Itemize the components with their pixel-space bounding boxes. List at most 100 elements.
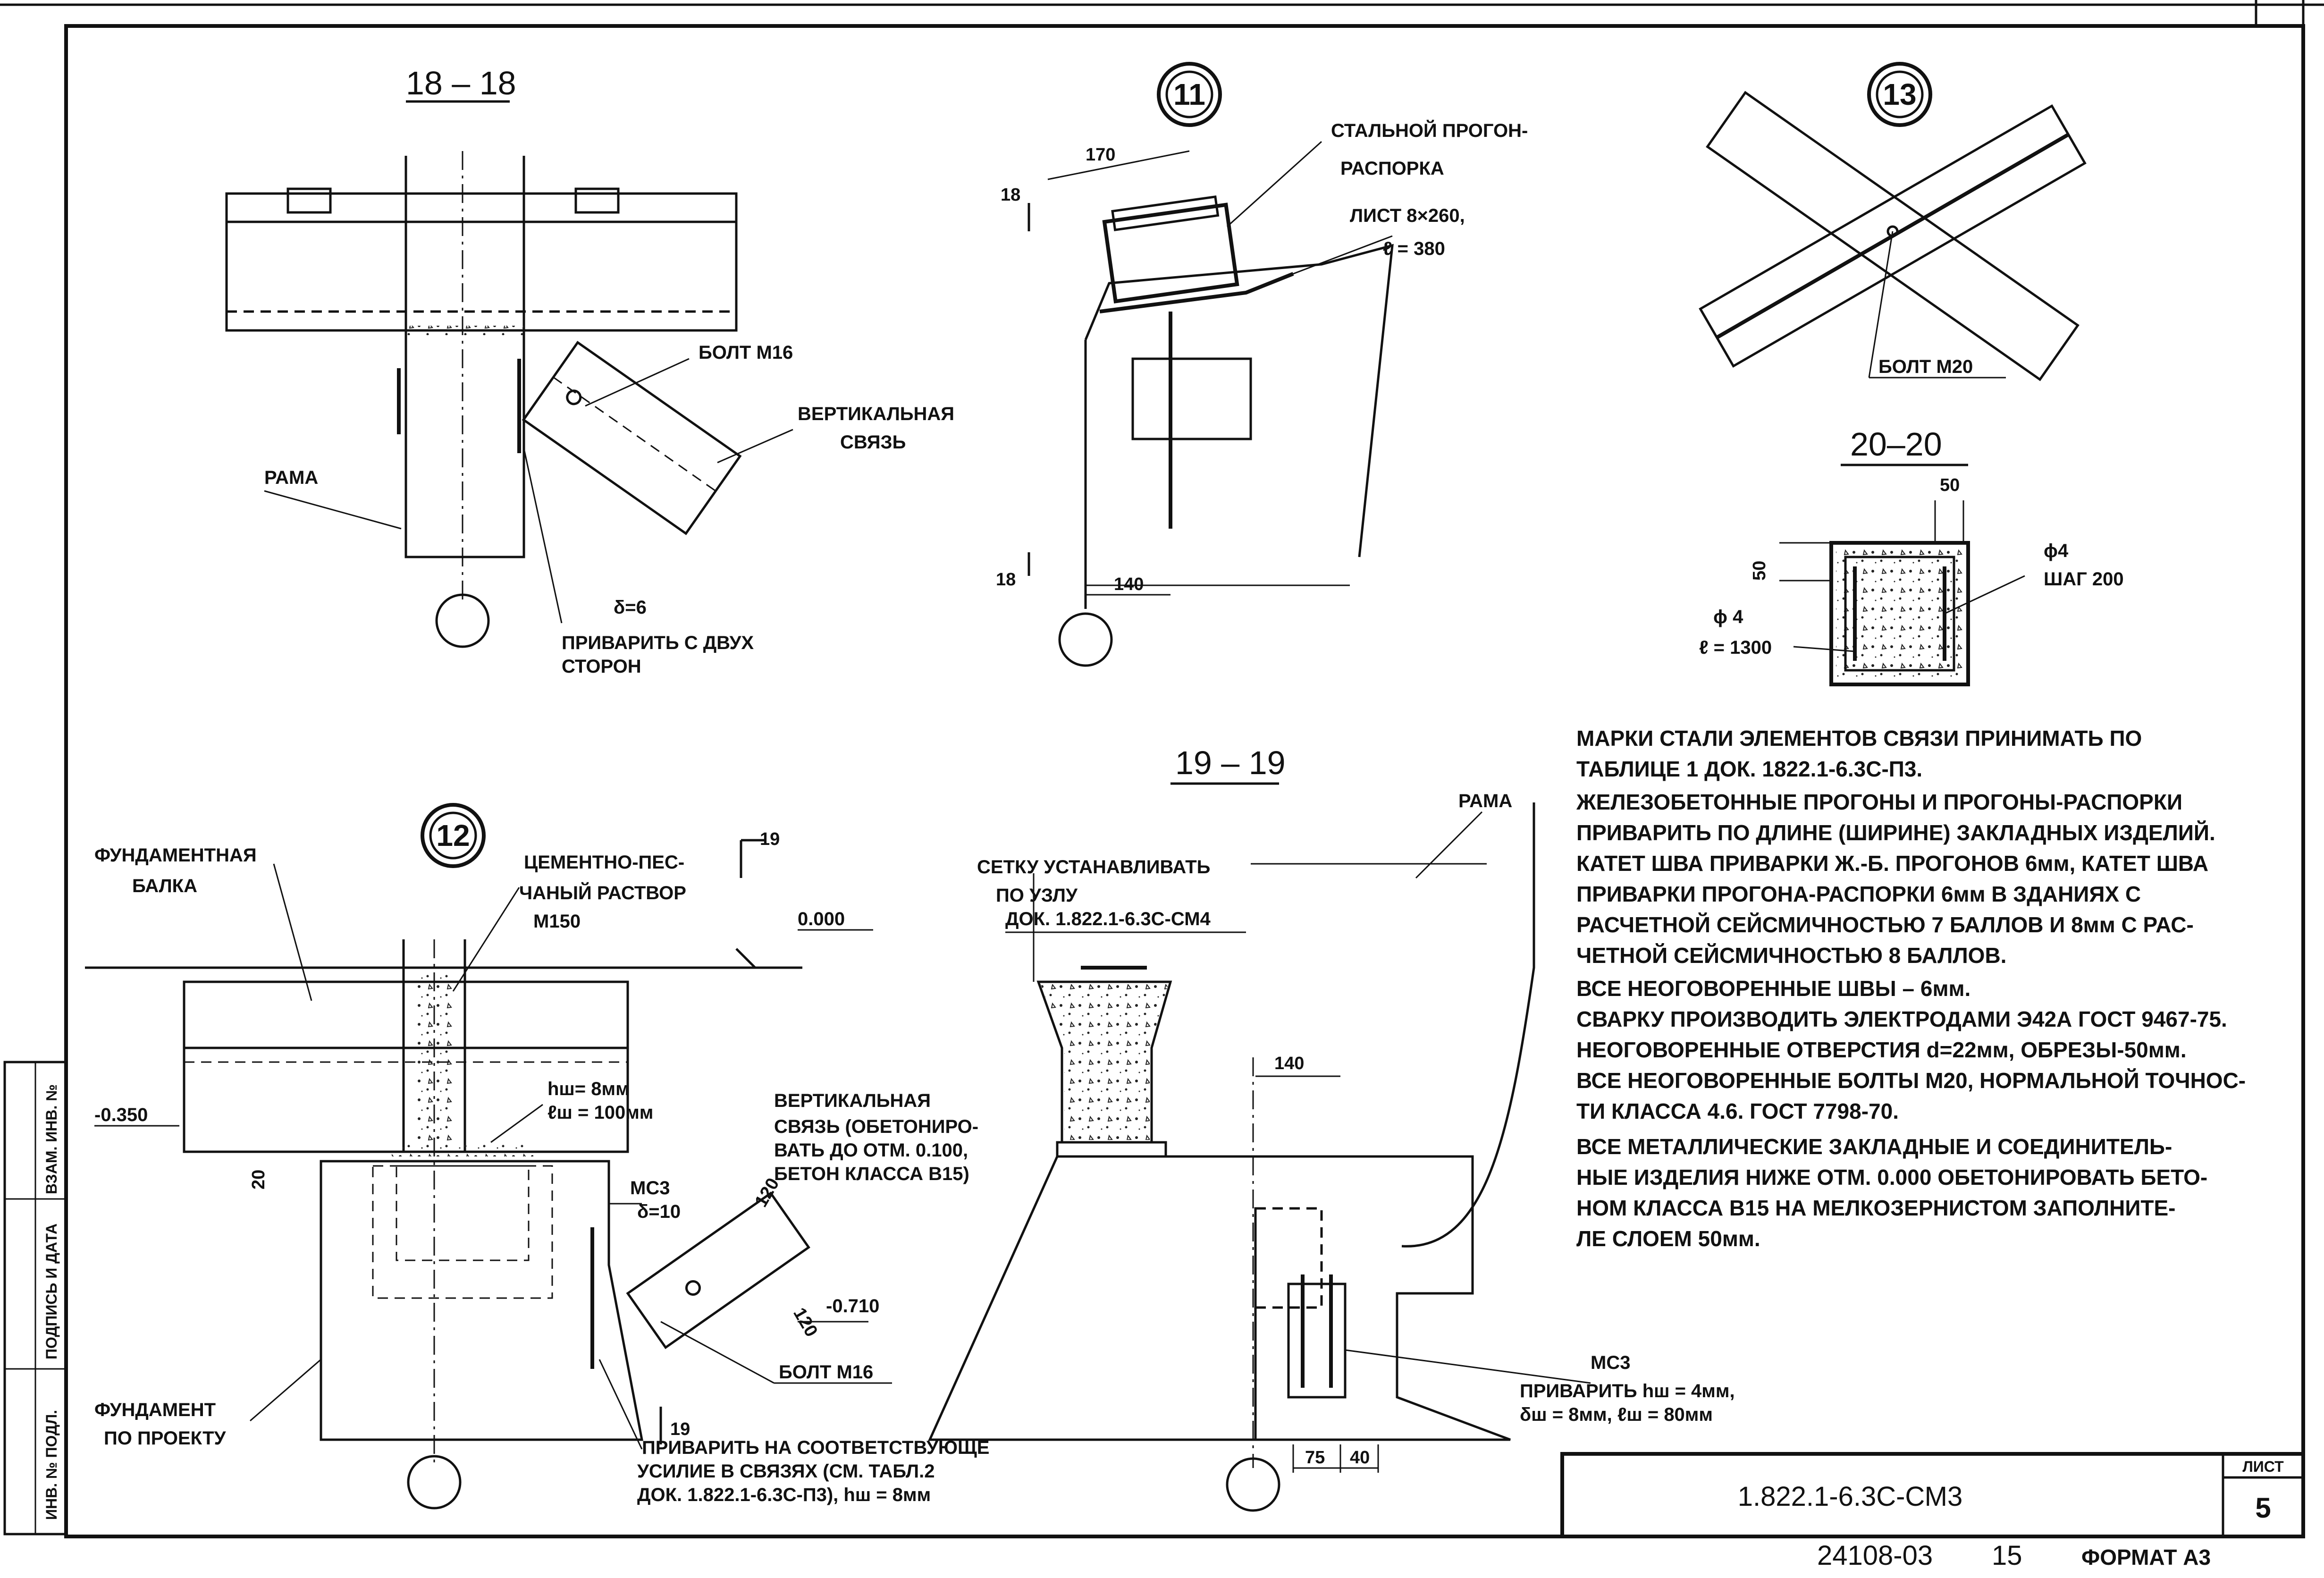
mortar-label-2: ЧАНЫЙ РАСТВОР	[519, 882, 686, 903]
view-19-19: 19 – 19 РАМА 140 75 40 СЕТКУ УСТАНАВЛИВА…	[928, 744, 1735, 1512]
dim-140-n11: 140	[1114, 574, 1144, 594]
weld-label-2: СТОРОН	[562, 656, 641, 677]
mesh-label-3: ДОК. 1.822.1-6.3С-СМ4	[1005, 909, 1211, 929]
brace-label-1: ВЕРТИКАЛЬНАЯ	[774, 1090, 931, 1111]
length-1300: ℓ = 1300	[1699, 637, 1772, 658]
elev-0350: -0.350	[94, 1105, 148, 1125]
page-number: 15	[1992, 1540, 2022, 1571]
note-line-8: ВСЕ НЕОГОВОРЕННЫЕ ШВЫ – 6мм.	[1576, 976, 1970, 1001]
note-line-13: ВСЕ МЕТАЛЛИЧЕСКИЕ ЗАКЛАДНЫЕ И СОЕДИНИТЕЛ…	[1576, 1134, 2172, 1159]
dim-120b: 120	[789, 1305, 821, 1341]
note-line-14: НЫЕ ИЗДЕЛИЯ НИЖЕ ОТМ. 0.000 ОБЕТОНИРОВАТ…	[1576, 1165, 2207, 1190]
weld-label-1: ПРИВАРИТЬ С ДВУХ	[562, 633, 754, 653]
side-stamp: ИНВ. № ПОДЛ. ПОДПИСЬ И ДАТА ВЗАМ. ИНВ. №	[3, 1061, 67, 1536]
title-block: 1.822.1-6.3С-СМ3 ЛИСТ 5 24108-03 15 ФОРМ…	[1560, 1452, 2305, 1571]
note-line-6: РАСЧЕТНОЙ СЕЙСМИЧНОСТЬЮ 7 БАЛЛОВ И 8мм С…	[1576, 912, 2194, 937]
general-notes: МАРКИ СТАЛИ ЭЛЕМЕНТОВ СВЯЗИ ПРИНИМАТЬ ПО…	[1576, 726, 2246, 1251]
foundation-label-1: ФУНДАМЕНТ	[94, 1400, 216, 1420]
weld-19-2: δш = 8мм, ℓш = 80мм	[1520, 1404, 1713, 1425]
found-beam-label-2: БАЛКА	[132, 876, 197, 896]
vertical-brace-label-2: СВЯЗЬ	[840, 432, 906, 453]
mark-19b: 19	[670, 1419, 690, 1439]
inventory-number: 24108-03	[1817, 1540, 1933, 1571]
note-line-4: КАТЕТ ШВА ПРИВАРКИ Ж.-Б. ПРОГОНОВ 6мм, К…	[1576, 851, 2208, 876]
weld-n12-3: ДОК. 1.822.1-6.3С-П3), hш = 8мм	[637, 1485, 931, 1505]
note-line-1: ТАБЛИЦЕ 1 ДОК. 1822.1-6.3С-П3.	[1576, 757, 1922, 781]
mark-18-top: 18	[1001, 185, 1020, 205]
dim-20: 20	[249, 1170, 269, 1190]
node-12: 12 0.000 -0.350 -0.710 19	[85, 803, 989, 1510]
delta10-label: δ=10	[637, 1201, 681, 1222]
mesh-label-1: СЕТКУ УСТАНАВЛИВАТЬ	[977, 857, 1210, 878]
weld-n12-2: УСИЛИЕ В СВЯЗЯХ (СМ. ТАБЛ.2	[637, 1461, 935, 1482]
mortar-label-1: ЦЕМЕНТНО-ПЕС-	[524, 852, 684, 873]
frame-label: РАМА	[264, 467, 318, 488]
stamp-inv: ИНВ. № ПОДЛ.	[43, 1410, 60, 1520]
note-line-3: ПРИВАРИТЬ ПО ДЛИНЕ (ШИРИНЕ) ЗАКЛАДНЫХ ИЗ…	[1576, 820, 2215, 845]
mc3-label-n12: МС3	[630, 1178, 670, 1198]
mortar-label-3: М150	[533, 911, 581, 932]
dim-75: 75	[1305, 1448, 1325, 1468]
found-beam-label-1: ФУНДАМЕНТНАЯ	[94, 845, 257, 866]
purlin-label-2: РАСПОРКА	[1340, 158, 1444, 179]
node-11: 11 170 18 18 140 СТАЛЬНОЙ ПРОГОН- РАСПОР…	[996, 62, 1528, 667]
elev-0710: -0.710	[826, 1296, 879, 1316]
note-line-12: ТИ КЛАССА 4.6. ГОСТ 7798-70.	[1576, 1099, 1899, 1123]
weld-19-1: ПРИВАРИТЬ hш = 4мм,	[1520, 1381, 1735, 1401]
weld-hw: hш= 8мм	[547, 1079, 630, 1099]
brace-label-2: СВЯЗЬ (ОБЕТОНИРО-	[774, 1116, 978, 1137]
dim-left-50: 50	[1750, 561, 1769, 581]
bolt-m16-n12: БОЛТ М16	[779, 1362, 873, 1383]
note-line-7: ЧЕТНОЙ СЕЙСМИЧНОСТЬЮ 8 БАЛЛОВ.	[1576, 943, 2006, 968]
phi4-top: ϕ4	[2044, 540, 2069, 561]
mark-19: 19	[760, 829, 780, 849]
foundation-label-2: ПО ПРОЕКТУ	[104, 1428, 227, 1449]
bolt-m16-label: БОЛТ М16	[699, 342, 793, 363]
stamp-replace: ВЗАМ. ИНВ. №	[43, 1084, 60, 1194]
note-line-0: МАРКИ СТАЛИ ЭЛЕМЕНТОВ СВЯЗИ ПРИНИМАТЬ ПО	[1576, 726, 2142, 751]
brace-label-3: ВАТЬ ДО ОТМ. 0.100,	[774, 1140, 968, 1161]
step-label: ШАГ 200	[2044, 569, 2124, 590]
note-line-9: СВАРКУ ПРОИЗВОДИТЬ ЭЛЕКТРОДАМИ Э42А ГОСТ…	[1576, 1007, 2227, 1031]
node-13-number: 13	[1883, 77, 1916, 111]
view-18-18: 18 – 18 БОЛТ М16 ВЕРТИКАЛЬНАЯ СВЯЗЬ РАМА	[225, 65, 954, 677]
section-title-18: 18 – 18	[406, 65, 516, 101]
vertical-brace-label: ВЕРТИКАЛЬНАЯ	[798, 404, 954, 424]
dim-140-19: 140	[1274, 1054, 1304, 1073]
note-line-11: ВСЕ НЕОГОВОРЕННЫЕ БОЛТЫ М20, НОРМАЛЬНОЙ …	[1576, 1068, 2246, 1093]
note-line-15: НОМ КЛАССА В15 НА МЕЛКОЗЕРНИСТОМ ЗАПОЛНИ…	[1576, 1196, 2176, 1220]
note-line-16: ЛЕ СЛОЕМ 50мм.	[1576, 1226, 1760, 1251]
drawing-code: 1.822.1-6.3С-СМ3	[1738, 1481, 1962, 1512]
note-line-2: ЖЕЛЕЗОБЕТОННЫЕ ПРОГОНЫ И ПРОГОНЫ-РАСПОРК…	[1576, 790, 2182, 814]
mesh-label-2: ПО УЗЛУ	[996, 885, 1078, 906]
sheet-label-2: ℓ = 380	[1383, 238, 1445, 259]
node-12-number: 12	[436, 819, 470, 852]
dim-40: 40	[1350, 1448, 1370, 1468]
mc3-label-19: МС3	[1591, 1352, 1630, 1373]
sheet-label: ЛИСТ	[2242, 1458, 2284, 1475]
section-title-19: 19 – 19	[1175, 744, 1286, 781]
note-line-5: ПРИВАРКИ ПРОГОНА-РАСПОРКИ 6мм В ЗДАНИЯХ …	[1576, 882, 2141, 906]
delta6-label: δ=6	[614, 597, 647, 618]
elev-0000: 0.000	[798, 909, 845, 929]
section-title-20: 20–20	[1850, 426, 1942, 463]
dim-50: 50	[1940, 475, 1960, 495]
phi4-bot: ϕ 4	[1713, 607, 1743, 627]
brace-label-4: БЕТОН КЛАССА В15)	[774, 1164, 969, 1184]
dim-170: 170	[1086, 145, 1115, 165]
purlin-label-1: СТАЛЬНОЙ ПРОГОН-	[1331, 119, 1528, 141]
note-line-10: НЕОГОВОРЕННЫЕ ОТВЕРСТИЯ d=22мм, ОБРЕЗЫ-5…	[1576, 1038, 2187, 1062]
mark-18-bot: 18	[996, 570, 1016, 590]
node-13: 13 БОЛТ М20	[1699, 62, 2087, 381]
sheet-number: 5	[2255, 1492, 2271, 1524]
frame-label-19: РАМА	[1458, 791, 1512, 811]
sheet-frame	[0, 0, 2324, 1538]
node-11-number: 11	[1173, 77, 1205, 111]
view-20-20: 20–20 50 50 ϕ4 ШАГ 200 ϕ 4 ℓ = 1300	[1699, 426, 2124, 686]
weld-lw: ℓш = 100мм	[547, 1102, 653, 1123]
sheet-label-1: ЛИСТ 8×260,	[1350, 205, 1465, 226]
format-label: ФОРМАТ А3	[2081, 1545, 2211, 1570]
stamp-sign: ПОДПИСЬ И ДАТА	[43, 1224, 60, 1359]
bolt-m20-label: БОЛТ М20	[1878, 356, 1973, 377]
